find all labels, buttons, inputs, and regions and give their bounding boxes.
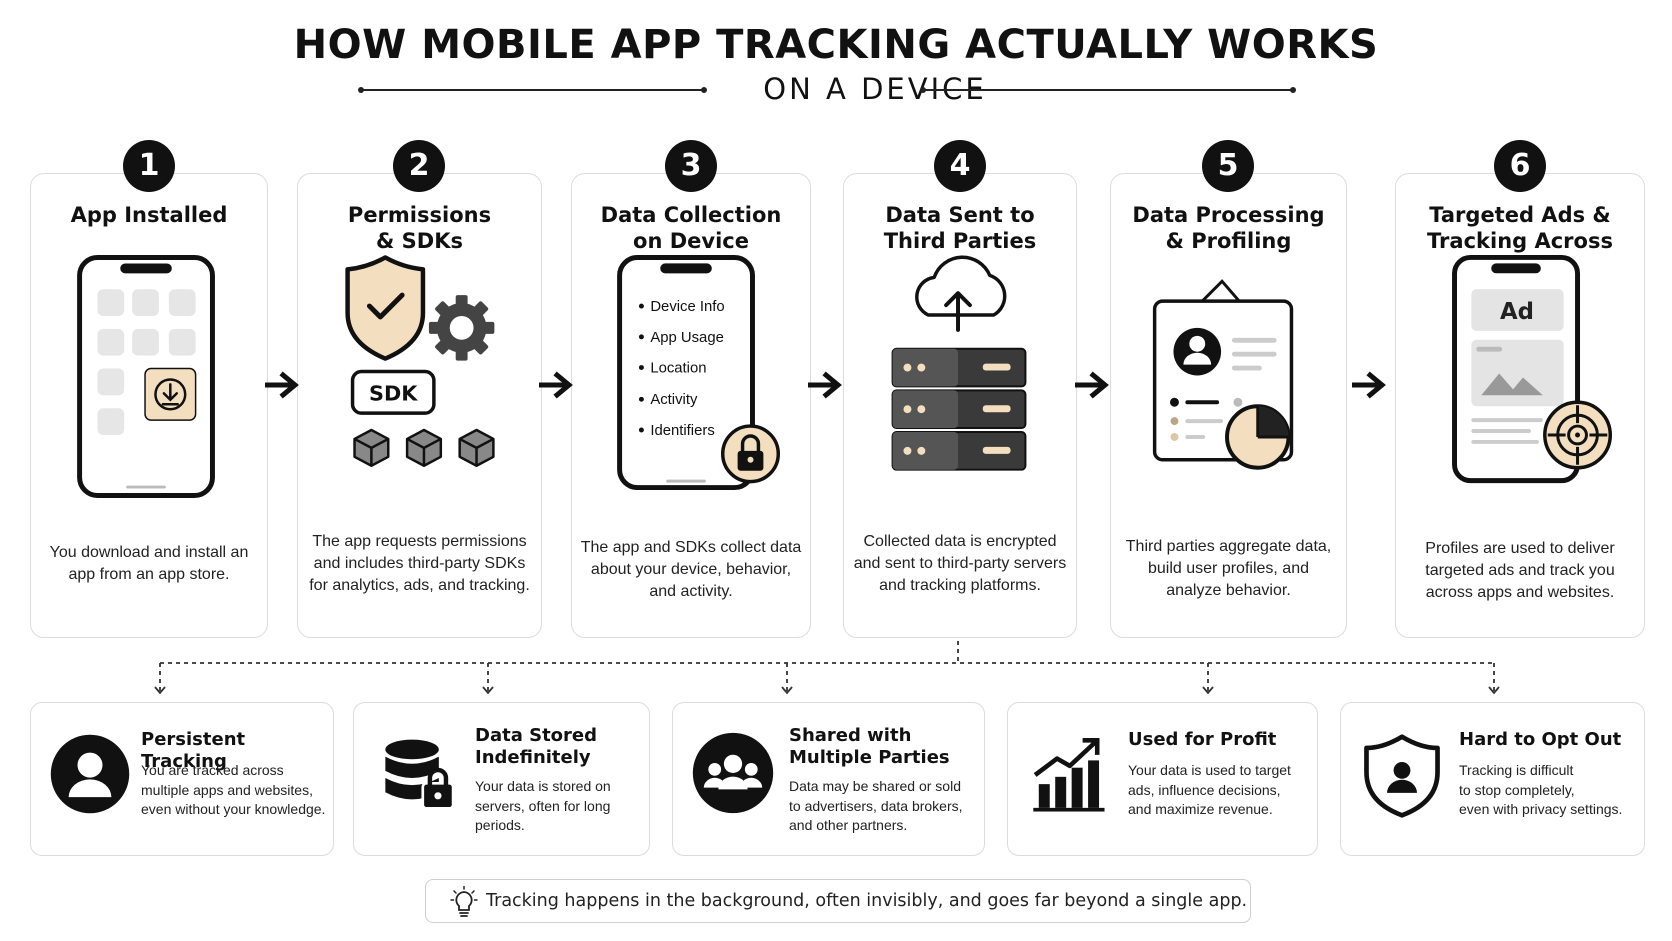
arrow-right-icon [265,371,299,399]
consequence-card-shared-parties: Shared with Multiple Parties Data may be… [672,702,985,856]
group-users-icon [692,732,774,814]
shield-gear-sdk-icon: SDK [345,255,495,467]
consequence-title: Used for Profit [1128,729,1277,750]
phone-lock-icon: Device Info App Usage Location Activity … [617,255,781,491]
step-badge-2: 2 [393,140,445,192]
step-card-1: App Installed You download and install a… [30,173,268,638]
step-card-4: Data Sent to Third Parties Collected dat… [843,173,1077,638]
footer-note: Tracking happens in the background, ofte… [425,879,1251,923]
step-card-6: Targeted Ads & Tracking Across Apps Ad P… [1395,173,1645,638]
step-description: Profiles are used to deliver targeted ad… [1425,540,1615,601]
consequence-description: Your data is used to target ads, influen… [1128,762,1291,817]
profile-chart-icon [1152,279,1294,470]
step-badge-6: 6 [1494,140,1546,192]
step-description: Collected data is encrypted and sent to … [853,533,1067,594]
user-circle-icon [50,734,130,814]
database-lock-icon [385,739,455,810]
consequence-description: You are tracked across multiple apps and… [141,762,326,817]
step-title: App Installed [70,203,228,227]
consequence-card-hard-to-opt-out: Hard to Opt Out Tracking is difficult to… [1340,702,1645,856]
arrow-right-icon [539,371,573,399]
sdk-label: SDK [369,381,418,405]
subtitle-row: ON A DEVICE [358,70,1390,110]
step-card-3: Data Collection on Device Device Info Ap… [571,173,811,638]
consequence-title: Data Stored Indefinitely [475,725,598,768]
step-description: Third parties aggregate data, build user… [1125,538,1332,599]
step-badge-5: 5 [1202,140,1254,192]
consequence-description: Tracking is difficult to stop completely… [1459,762,1623,817]
arrow-right-icon [1352,371,1386,399]
step-badge-3: 3 [665,140,717,192]
data-item-identifiers: Identifiers [650,423,714,439]
arrow-right-icon [808,371,842,399]
shield-user-icon [1364,734,1440,818]
consequence-description: Data may be shared or sold to advertiser… [789,778,963,833]
step-title: Data Processing & Profiling [1132,203,1325,253]
step-title: Permissions & SDKs [347,203,492,253]
page-title: HOW MOBILE APP TRACKING ACTUALLY WORKS [293,22,1379,68]
consequence-title: Hard to Opt Out [1459,729,1622,750]
subtitle-divider-left [358,87,707,93]
bar-chart-growth-icon [1033,738,1105,812]
data-item-app-usage: App Usage [650,330,724,346]
arrow-right-icon [1075,371,1109,399]
consequence-card-used-for-profit: Used for Profit Your data is used to tar… [1007,702,1318,856]
data-item-location: Location [650,361,706,377]
subtitle-divider-right [920,87,1296,93]
phone-ad-target-icon: Ad [1452,254,1613,484]
consequence-description: Your data is stored on servers, often fo… [475,778,611,833]
consequence-title: Persistent Tracking [141,729,246,772]
step-card-5: Data Processing & Profiling Third partie… [1110,173,1347,638]
footer-text: Tracking happens in the background, ofte… [486,891,1248,911]
step-badge-1: 1 [123,140,175,192]
consequence-card-persistent-tracking: Persistent Tracking You are tracked acro… [30,702,334,856]
dashed-connector [154,641,1500,695]
ad-label: Ad [1500,299,1534,325]
step-title: Data Collection on Device [600,203,782,253]
step-badge-4: 4 [934,140,986,192]
step-description: You download and install an app from an … [49,544,249,583]
data-item-activity: Activity [650,392,698,408]
data-item-device-info: Device Info [650,299,724,315]
consequence-title: Shared with Multiple Parties [789,725,950,768]
phone-download-icon [77,255,215,498]
step-card-2: Permissions & SDKs SDK The app requests … [297,173,542,638]
consequence-card-data-stored: Data Stored Indefinitely Your data is st… [353,702,650,856]
step-description: The app requests permissions and include… [309,533,530,594]
cloud-server-icon [891,255,1027,471]
step-title: Data Sent to Third Parties [883,203,1037,253]
lightbulb-icon [450,886,478,917]
step-description: The app and SDKs collect data about your… [580,539,802,600]
